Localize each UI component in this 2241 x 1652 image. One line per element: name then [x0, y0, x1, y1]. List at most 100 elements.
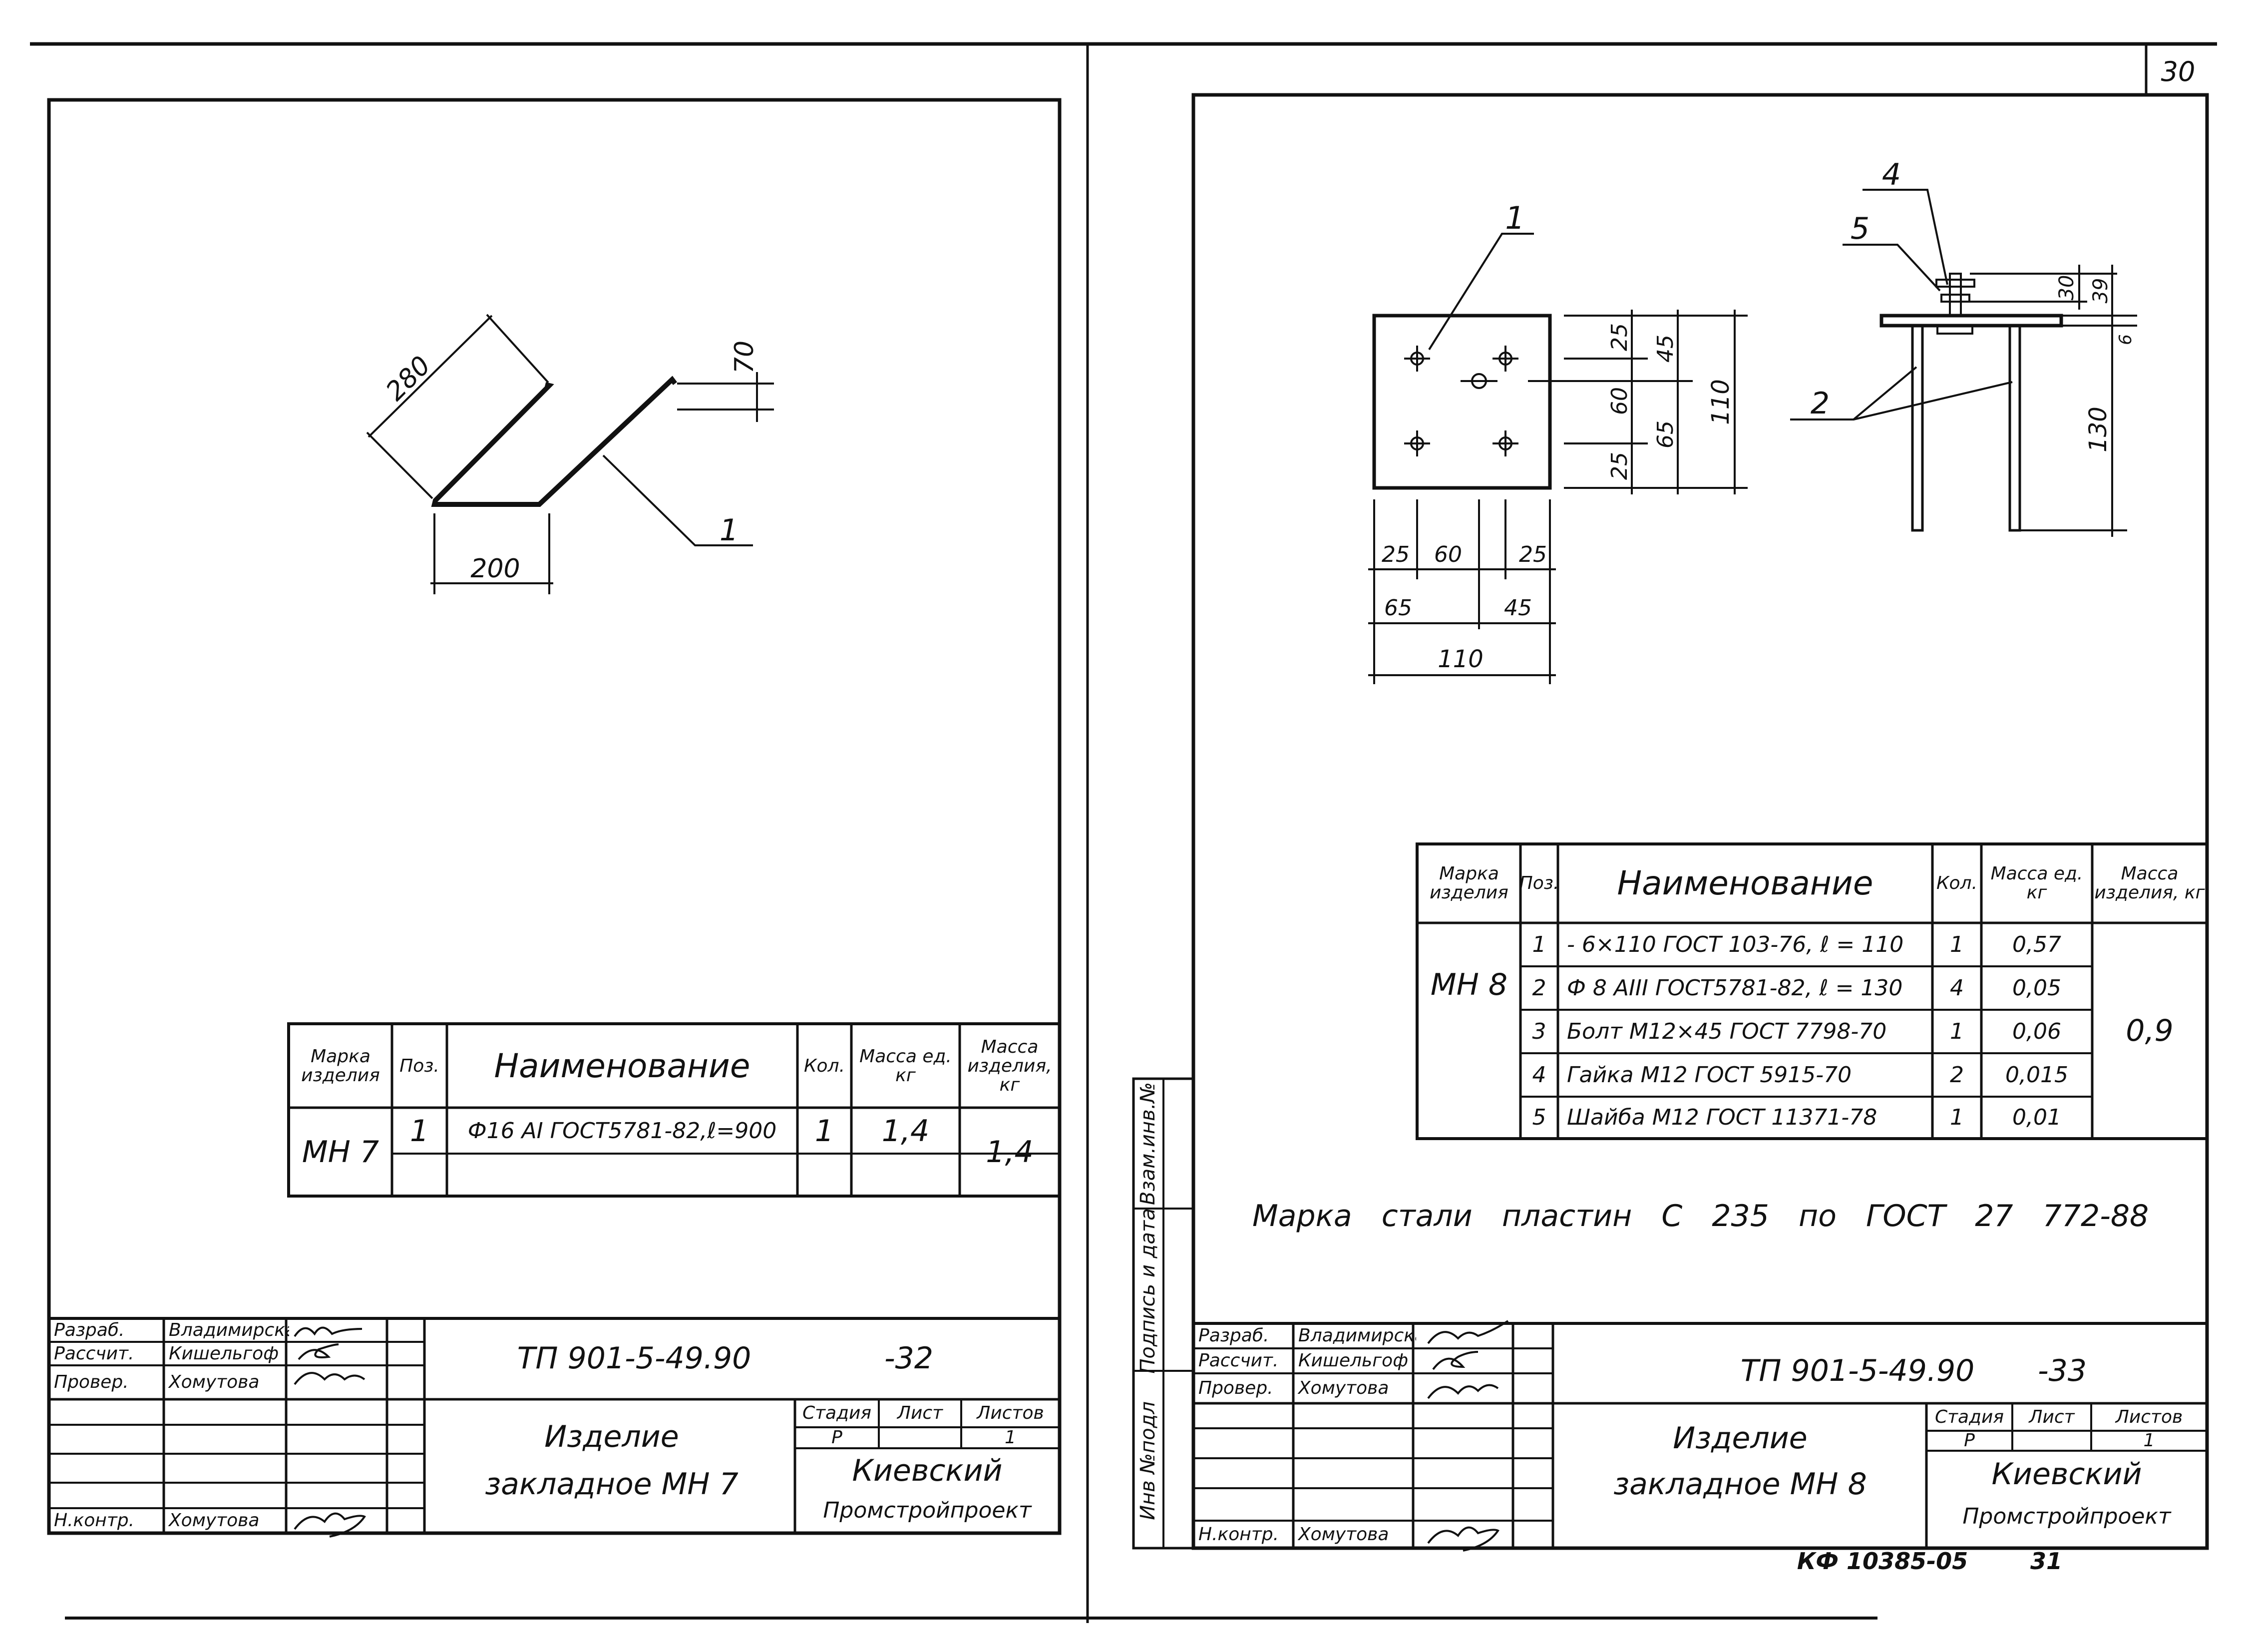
- dim-h45: 45: [1504, 595, 1532, 621]
- right-spec-row-4-qty: 2: [1950, 1062, 1964, 1088]
- left-stage-value: Р: [831, 1428, 842, 1447]
- right-spec-row-5-pos: 5: [1532, 1104, 1546, 1130]
- left-title-block-grid: [49, 1317, 1060, 1533]
- left-spec-table-grid: [287, 1022, 1061, 1198]
- dim-v60: 60: [1607, 387, 1632, 415]
- left-spec-header-unit-mass: Масса ед. кг: [859, 1046, 952, 1086]
- right-spec-row-3-pos: 3: [1532, 1018, 1546, 1044]
- right-spec-row-2-pos: 2: [1532, 975, 1546, 1001]
- dim-s6: 6: [2116, 334, 2136, 345]
- right-spec-row-2-qty: 4: [1950, 975, 1964, 1001]
- right-spec-table-grid: [1416, 842, 2209, 1140]
- left-spec-row-pos: 1: [409, 1113, 429, 1149]
- steel-grade-note: Марка стали пластин С 235 по ГОСТ 27 772…: [1252, 1198, 2149, 1234]
- dim-v25a: 25: [1607, 323, 1632, 351]
- right-name-0: Владимирская: [1298, 1325, 1416, 1346]
- left-org-line-2: Промстройпроект: [823, 1497, 1032, 1523]
- right-spec-mark: МН 8: [1430, 967, 1508, 1002]
- right-designation: ТП 901-5-49.90: [1740, 1353, 1975, 1388]
- right-stage-value: Р: [1964, 1432, 1975, 1450]
- left-spec-header-name: Наименование: [494, 1047, 750, 1086]
- right-title-block-grid: [1193, 1322, 2207, 1548]
- right-signatures: [1427, 1320, 1509, 1552]
- left-spec-row-name: Ф16 АI ГОСТ5781-82,ℓ=900: [467, 1118, 777, 1144]
- left-spec-row-qty: 1: [814, 1113, 834, 1149]
- dim-h60: 60: [1434, 542, 1462, 567]
- right-spec-row-5-mass: 0,01: [2012, 1104, 2061, 1130]
- left-spec-header-pos: Поз.: [399, 1056, 439, 1077]
- left-role-5: Н.контр.: [54, 1510, 135, 1531]
- right-spec-header-mark: Марка изделия: [1430, 863, 1508, 903]
- side-stamp-inv: Инв №подл: [1136, 1401, 1159, 1520]
- callout-1: 1: [720, 513, 739, 548]
- left-signatures: [294, 1326, 366, 1538]
- side-callout-5: 5: [1851, 211, 1869, 246]
- footer-number: 31: [2030, 1548, 2062, 1575]
- right-spec-row-4-mass: 0,015: [2005, 1062, 2068, 1088]
- dim-280: 280: [380, 351, 437, 407]
- left-sheet-label: Лист: [897, 1403, 943, 1424]
- right-spec-row-1-name: - 6×110 ГОСТ 103-76, ℓ = 110: [1567, 931, 1904, 957]
- right-spec-row-3-mass: 0,06: [2012, 1018, 2061, 1044]
- left-spec-mark: МН 7: [302, 1134, 379, 1170]
- right-role-1: Рассчит.: [1198, 1350, 1279, 1371]
- left-name-2: Хомутова: [169, 1372, 260, 1393]
- right-sheet-label: Лист: [2029, 1406, 2075, 1427]
- dim-s39: 39: [2089, 278, 2112, 304]
- right-name-2: Хомутова: [1298, 1378, 1389, 1399]
- left-spec-header-total-mass: Масса изделия, кг: [967, 1037, 1052, 1095]
- dim-h110: 110: [1438, 645, 1484, 673]
- left-designation: ТП 901-5-49.90: [517, 1340, 751, 1376]
- dim-v25b: 25: [1607, 452, 1632, 480]
- left-spec-total-mass: 1,4: [986, 1134, 1034, 1170]
- right-spec-header-qty: Кол.: [1936, 873, 1978, 894]
- dim-h25b: 25: [1519, 542, 1547, 567]
- dim-200: 200: [470, 554, 520, 584]
- dim-v110: 110: [1707, 379, 1735, 425]
- left-spec-row-mass: 1,4: [881, 1113, 930, 1149]
- right-spec-row-1-mass: 0,57: [2012, 931, 2061, 957]
- left-product-line-2: закладное МН 7: [485, 1467, 739, 1502]
- plate-side-view: 30 39 6 130 4 5 2: [1790, 157, 2137, 537]
- left-role-1: Рассчит.: [54, 1343, 134, 1364]
- dim-s130: 130: [2084, 407, 2112, 452]
- plate-plan-view: 1 25 60 25 45 65 110 25 60: [1368, 200, 1748, 684]
- plan-callout-1: 1: [1505, 200, 1524, 236]
- page-number: 30: [2161, 56, 2196, 87]
- right-role-2: Провер.: [1198, 1378, 1273, 1399]
- right-spec-header-total-mass: Масса изделия, кг: [2094, 863, 2205, 903]
- right-spec-header-pos: Поз.: [1521, 873, 1557, 894]
- right-org-line-2: Промстройпроект: [1962, 1504, 2171, 1530]
- dim-70: 70: [730, 341, 759, 374]
- left-sheets-label: Листов: [977, 1403, 1044, 1424]
- right-sheets-value: 1: [2143, 1432, 2155, 1450]
- left-product-line-1: Изделие: [544, 1419, 679, 1454]
- left-org-line-1: Киевский: [852, 1453, 1003, 1488]
- right-sheet-code: -33: [2038, 1353, 2087, 1388]
- left-name-5: Хомутова: [169, 1510, 260, 1531]
- right-role-5: Н.контр.: [1198, 1524, 1279, 1545]
- right-spec-row-4-name: Гайка М12 ГОСТ 5915-70: [1567, 1062, 1852, 1088]
- right-sheets-label: Листов: [2115, 1406, 2183, 1427]
- left-name-1: Кишельгоф: [169, 1343, 279, 1364]
- side-stamp-grid: Инв №подл Подпись и дата Взам.инв.№: [1132, 1077, 1195, 1550]
- right-spec-row-2-mass: 0,05: [2012, 975, 2061, 1001]
- left-rebar-drawing: 280 70 200 1: [366, 314, 774, 594]
- right-org-line-1: Киевский: [1991, 1457, 2142, 1492]
- dim-v45: 45: [1653, 335, 1678, 363]
- right-product-line-1: Изделие: [1673, 1420, 1808, 1456]
- right-spec-row-3-name: Болт М12×45 ГОСТ 7798-70: [1567, 1018, 1887, 1044]
- right-spec-row-2-name: Ф 8 АIII ГОСТ5781-82, ℓ = 130: [1567, 975, 1903, 1001]
- right-role-0: Разраб.: [1198, 1325, 1269, 1346]
- right-spec-row-3-qty: 1: [1950, 1018, 1964, 1044]
- right-spec-row-5-qty: 1: [1950, 1104, 1964, 1130]
- footer-code: КФ 10385-05: [1797, 1548, 1968, 1575]
- right-name-5: Хомутова: [1298, 1524, 1389, 1545]
- left-spec-header-mark: Марка изделия: [301, 1046, 380, 1086]
- side-stamp-sign: Подпись и дата: [1136, 1208, 1159, 1373]
- dim-v65: 65: [1653, 420, 1678, 448]
- page-number-box: 30: [2145, 44, 2207, 96]
- right-spec-header-unit-mass: Масса ед. кг: [1990, 863, 2083, 903]
- right-name-1: Кишельгоф: [1298, 1350, 1408, 1371]
